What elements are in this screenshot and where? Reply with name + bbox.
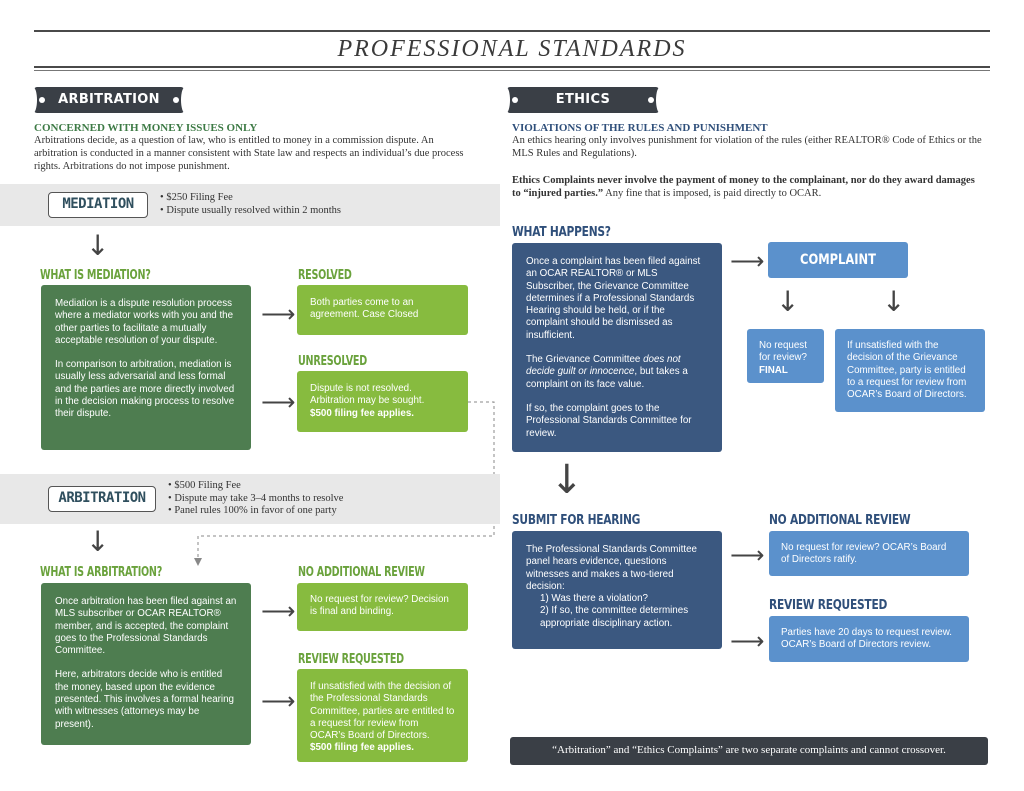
grievance-review-box: If unsatisfied with the decision of the … xyxy=(835,329,985,412)
top-rule xyxy=(34,30,990,32)
what-happens-emphasis: does not decide guilt or innocence xyxy=(526,354,681,378)
what-is-mediation-heading: WHAT IS MEDIATION? xyxy=(40,268,151,283)
arbitration-banner-label: ARBITRATION xyxy=(58,92,160,107)
title-rule xyxy=(34,66,990,68)
no-additional-review-heading: NO ADDITIONAL REVIEW xyxy=(298,565,425,580)
page-title: PROFESSIONAL STANDARDS xyxy=(337,36,687,62)
banner-dot-icon xyxy=(173,97,179,103)
arrow-down-icon: ↓ xyxy=(86,525,110,558)
arrow-right-icon: ⟶ xyxy=(261,388,296,416)
arbitration-paragraph: Once arbitration has been filed against … xyxy=(55,596,237,657)
arrow-down-icon: ↓ xyxy=(550,457,584,503)
no-request-box: No request for review? FINAL xyxy=(747,329,824,383)
arrow-right-icon: ⟶ xyxy=(261,300,296,328)
hearing-text: The Professional Standards Committee pan… xyxy=(526,544,697,592)
mediation-bullet: • $250 Filing Fee xyxy=(160,192,233,203)
review-requested-fee: $500 filing fee applies. xyxy=(310,742,414,754)
resolved-box: Both parties come to an agreement. Case … xyxy=(297,285,468,335)
ethics-banner: ETHICS COMPLAINTS xyxy=(502,87,664,133)
complaint-dismissed-label: COMPLAINT DISMISSED xyxy=(800,252,876,304)
banner-dot-icon xyxy=(512,97,518,103)
ethics-no-additional-review-box: No request for review? OCAR’s Board of D… xyxy=(769,531,969,576)
arbitration-paragraph: Here, arbitrators decide who is entitled… xyxy=(55,669,234,730)
arbitration-banner: ARBITRATION xyxy=(29,87,189,113)
hearing-item: 1) Was there a violation? xyxy=(540,593,649,605)
ethics-subtitle: VIOLATIONS OF THE RULES AND PUNISHMENT xyxy=(512,122,768,134)
banner-dot-icon xyxy=(39,97,45,103)
review-requested-heading: REVIEW REQUESTED xyxy=(298,652,404,667)
what-is-arbitration-heading: WHAT IS ARBITRATION? xyxy=(40,565,163,580)
what-happens-text: , but takes a complaint on its face valu… xyxy=(526,366,688,390)
unresolved-box: Dispute is not resolved. Arbitration may… xyxy=(297,371,468,432)
ethics-intro-2-rest: Any fine that is imposed, is paid direct… xyxy=(603,188,822,199)
unresolved-text: Dispute is not resolved. Arbitration may… xyxy=(310,383,425,407)
arbitration-bullet: • Dispute may take 3–4 months to resolve xyxy=(168,492,344,504)
mediation-bullet-text: $250 Filing Fee xyxy=(166,192,233,203)
what-happens-text: The Grievance Committee xyxy=(526,354,644,366)
arbitration-bullets: • $500 Filing Fee • Dispute may take 3–4… xyxy=(168,480,488,518)
arbitration-bullet-text: Dispute may take 3–4 months to resolve xyxy=(174,492,344,504)
arrow-right-icon: ⟶ xyxy=(730,247,765,275)
arrow-right-icon: ⟶ xyxy=(261,597,296,625)
arrow-down-icon: ↓ xyxy=(86,229,110,262)
arbitration-intro: Arbitrations decide, as a question of la… xyxy=(34,135,464,172)
ethics-no-additional-review-heading: NO ADDITIONAL REVIEW xyxy=(769,513,911,528)
ethics-intro: An ethics hearing only involves punishme… xyxy=(512,135,982,159)
title-rule-thin xyxy=(34,70,990,71)
what-is-mediation-box: Mediation is a dispute resolution proces… xyxy=(41,285,251,450)
arbitration-subtitle: CONCERNED WITH MONEY ISSUES ONLY xyxy=(34,122,258,134)
arrow-right-icon: ⟶ xyxy=(730,541,765,569)
arrow-down-icon: ↓ xyxy=(882,285,906,318)
mediation-pill: MEDIATION xyxy=(48,192,148,218)
mediation-bullets: • $250 Filing Fee • Dispute usually reso… xyxy=(160,192,480,217)
what-happens-heading: WHAT HAPPENS? xyxy=(512,225,611,240)
hearing-item: 2) If so, the committee determines appro… xyxy=(526,605,708,630)
arbitration-bullet-text: Panel rules 100% in favor of one party xyxy=(174,505,337,516)
ethics-intro-2-bold: Ethics Complaints never involve the paym… xyxy=(512,175,975,199)
mediation-paragraph: Mediation is a dispute resolution proces… xyxy=(55,298,234,346)
arbitration-bullet: • Panel rules 100% in favor of one party xyxy=(168,505,337,516)
what-happens-box: Once a complaint has been filed against … xyxy=(512,243,722,452)
banner-dot-icon xyxy=(648,97,654,103)
what-happens-paragraph: If so, the complaint goes to the Profess… xyxy=(526,402,692,439)
ethics-review-requested-box: Parties have 20 days to request review. … xyxy=(769,616,969,662)
arbitration-bullet-text: $500 Filing Fee xyxy=(174,480,241,491)
complaint-dismissed-box: COMPLAINT DISMISSED xyxy=(768,242,908,304)
resolved-heading: RESOLVED xyxy=(298,268,352,283)
submit-for-hearing-box: The Professional Standards Committee pan… xyxy=(512,531,722,649)
review-requested-box: If unsatisfied with the decision of the … xyxy=(297,669,468,762)
arbitration-pill: ARBITRATION xyxy=(48,486,156,512)
mediation-bullet: • Dispute usually resolved within 2 mont… xyxy=(160,204,342,216)
unresolved-fee: $500 filing fee applies. xyxy=(310,407,414,419)
no-additional-review-box: No request for review? Decision is final… xyxy=(297,583,468,631)
arbitration-bullet: • $500 Filing Fee xyxy=(168,480,241,491)
what-happens-paragraph: The Grievance Committee does not decide … xyxy=(526,354,708,391)
mediation-paragraph: In comparison to arbitration, mediation … xyxy=(55,359,235,420)
what-is-arbitration-box: Once arbitration has been filed against … xyxy=(41,583,251,745)
unresolved-heading: UNRESOLVED xyxy=(298,354,367,369)
review-requested-text: If unsatisfied with the decision of the … xyxy=(310,681,455,742)
hearing-item-text: 2) If so, the committee determines appro… xyxy=(540,605,689,629)
ethics-review-requested-heading: REVIEW REQUESTED xyxy=(769,598,888,613)
arrow-right-icon: ⟶ xyxy=(261,687,296,715)
ethics-banner-label: ETHICS COMPLAINTS xyxy=(533,92,633,133)
final-label: FINAL xyxy=(759,364,788,376)
mediation-bullet-text: Dispute usually resolved within 2 months xyxy=(166,204,342,216)
arrow-down-icon: ↓ xyxy=(776,285,800,318)
ethics-intro-2: Ethics Complaints never involve the paym… xyxy=(512,174,982,200)
arrow-right-icon: ⟶ xyxy=(730,627,765,655)
crossover-note: “Arbitration” and “Ethics Complaints” ar… xyxy=(510,737,988,765)
no-request-text: No request for review? xyxy=(759,340,807,364)
submit-for-hearing-heading: SUBMIT FOR HEARING xyxy=(512,513,641,528)
what-happens-paragraph: Once a complaint has been filed against … xyxy=(526,256,701,341)
